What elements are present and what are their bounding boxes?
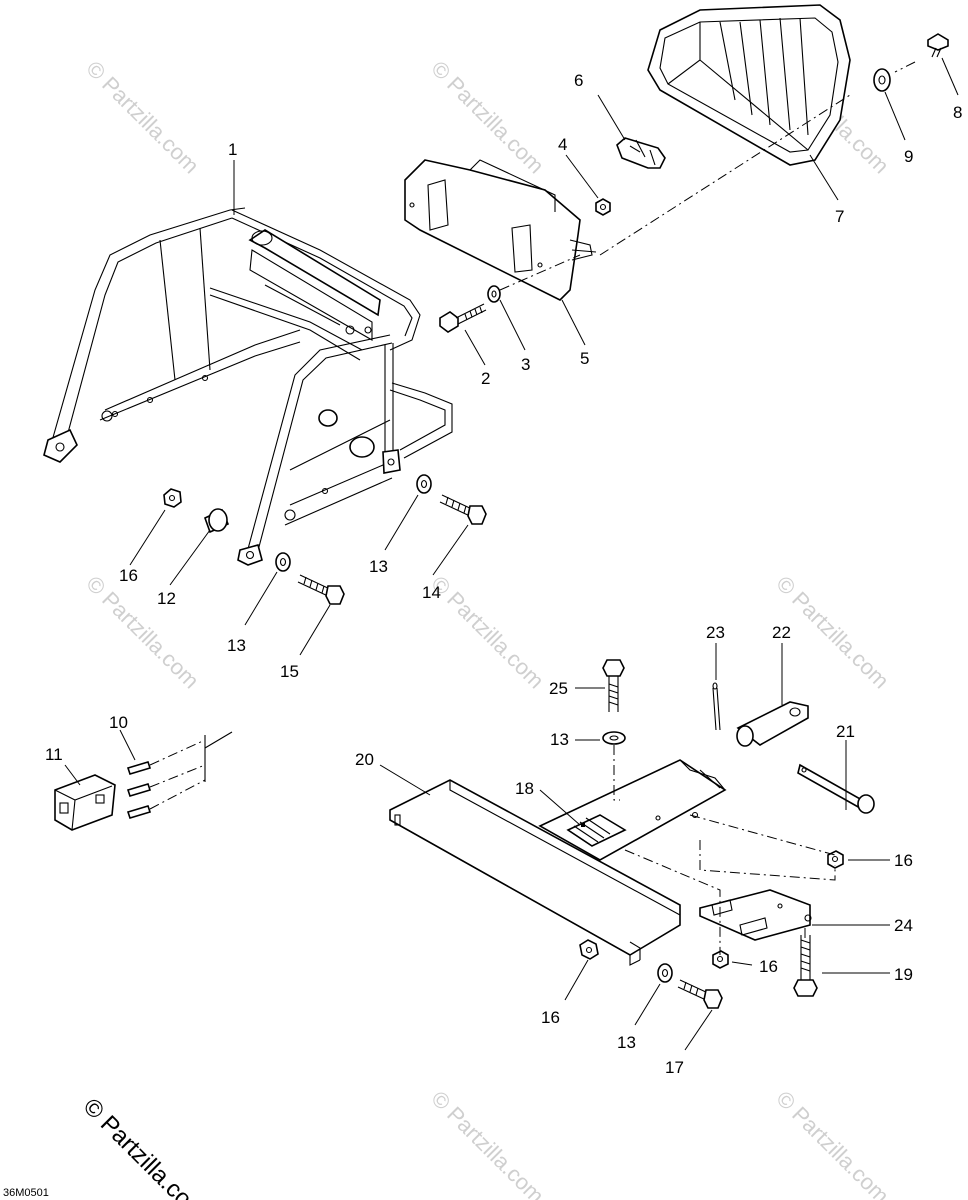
part-bolt-2[interactable] <box>439 303 487 333</box>
part-bulb-6[interactable] <box>616 137 666 169</box>
callout-3[interactable]: 3 <box>521 355 530 374</box>
callout-13-d[interactable]: 13 <box>617 1033 636 1052</box>
part-washer-13-c[interactable] <box>602 731 626 745</box>
part-bolt-17[interactable] <box>677 979 723 1009</box>
part-bolt-19[interactable] <box>793 935 818 997</box>
callout-16-c[interactable]: 16 <box>759 957 778 976</box>
callout-22[interactable]: 22 <box>772 623 791 642</box>
part-washer-13-b[interactable] <box>416 474 432 494</box>
watermark-text: © Partzilla.com <box>426 1086 549 1200</box>
callout-12[interactable]: 12 <box>157 589 176 608</box>
callout-13-c[interactable]: 13 <box>550 730 569 749</box>
callout-2[interactable]: 2 <box>481 369 490 388</box>
callout-4[interactable]: 4 <box>558 135 567 154</box>
part-rack-frame[interactable] <box>43 207 453 566</box>
part-plate-18[interactable] <box>538 759 727 861</box>
callout-17[interactable]: 17 <box>665 1058 684 1077</box>
part-terminals-10[interactable] <box>126 731 233 819</box>
part-spacer-12[interactable] <box>204 508 230 534</box>
callout-21[interactable]: 21 <box>836 722 855 741</box>
callout-13-b[interactable]: 13 <box>369 557 388 576</box>
callout-16-b[interactable]: 16 <box>894 851 913 870</box>
callout-24[interactable]: 24 <box>894 916 913 935</box>
part-lens-7[interactable] <box>647 4 851 166</box>
callouts: 1 2 3 4 5 6 7 8 9 10 11 12 13 13 13 13 1… <box>45 71 962 1077</box>
callout-8[interactable]: 8 <box>953 103 962 122</box>
part-bracket-20[interactable] <box>389 779 681 966</box>
part-bolt-25[interactable] <box>602 659 625 712</box>
callout-23[interactable]: 23 <box>706 623 725 642</box>
part-washer-3[interactable] <box>487 285 501 303</box>
part-nut-16-middle[interactable] <box>712 950 729 969</box>
callout-16-a[interactable]: 16 <box>119 566 138 585</box>
callout-10[interactable]: 10 <box>109 713 128 732</box>
watermark-text: © Partzilla.com <box>426 571 549 694</box>
callout-7[interactable]: 7 <box>835 207 844 226</box>
part-light-housing-5[interactable] <box>404 159 597 301</box>
callout-16-d[interactable]: 16 <box>541 1008 560 1027</box>
diagram-code: 36M0501 <box>3 1187 49 1199</box>
callout-15[interactable]: 15 <box>280 662 299 681</box>
callout-9[interactable]: 9 <box>904 147 913 166</box>
part-bolt-14[interactable] <box>439 494 487 525</box>
part-pin-21[interactable] <box>797 763 875 814</box>
callout-1[interactable]: 1 <box>228 140 237 159</box>
callout-6[interactable]: 6 <box>574 71 583 90</box>
part-washer-9[interactable] <box>873 68 891 92</box>
part-connector-11[interactable] <box>54 774 116 831</box>
leader-lines <box>64 57 959 1051</box>
callout-20[interactable]: 20 <box>355 750 374 769</box>
callout-13-a[interactable]: 13 <box>227 636 246 655</box>
part-nut-4[interactable] <box>595 198 611 216</box>
part-washer-13-d[interactable] <box>657 963 673 983</box>
part-screw-8[interactable] <box>927 33 949 58</box>
callout-5[interactable]: 5 <box>580 349 589 368</box>
callout-11[interactable]: 11 <box>45 745 63 764</box>
part-nut-16-left[interactable] <box>579 939 599 960</box>
part-clip-22[interactable] <box>736 701 809 747</box>
callout-25[interactable]: 25 <box>549 679 568 698</box>
part-bolt-15[interactable] <box>297 574 345 605</box>
watermark-text: © Partzilla.com <box>426 56 549 179</box>
part-bracket-24[interactable] <box>699 889 812 941</box>
watermark-text: © Partzilla.com <box>81 56 204 179</box>
watermark-text-corner: © Partzilla.com <box>78 1093 211 1200</box>
callout-14[interactable]: 14 <box>422 583 441 602</box>
part-washer-13-a[interactable] <box>275 552 291 572</box>
watermark-text: © Partzilla.com <box>81 571 204 694</box>
part-nut-16-top[interactable] <box>163 488 182 508</box>
callout-18[interactable]: 18 <box>515 779 534 798</box>
callout-19[interactable]: 19 <box>894 965 913 984</box>
watermark-text: © Partzilla.com <box>771 1086 894 1200</box>
part-cotter-pin-23[interactable] <box>712 682 721 731</box>
part-nut-16-right[interactable] <box>827 850 844 869</box>
